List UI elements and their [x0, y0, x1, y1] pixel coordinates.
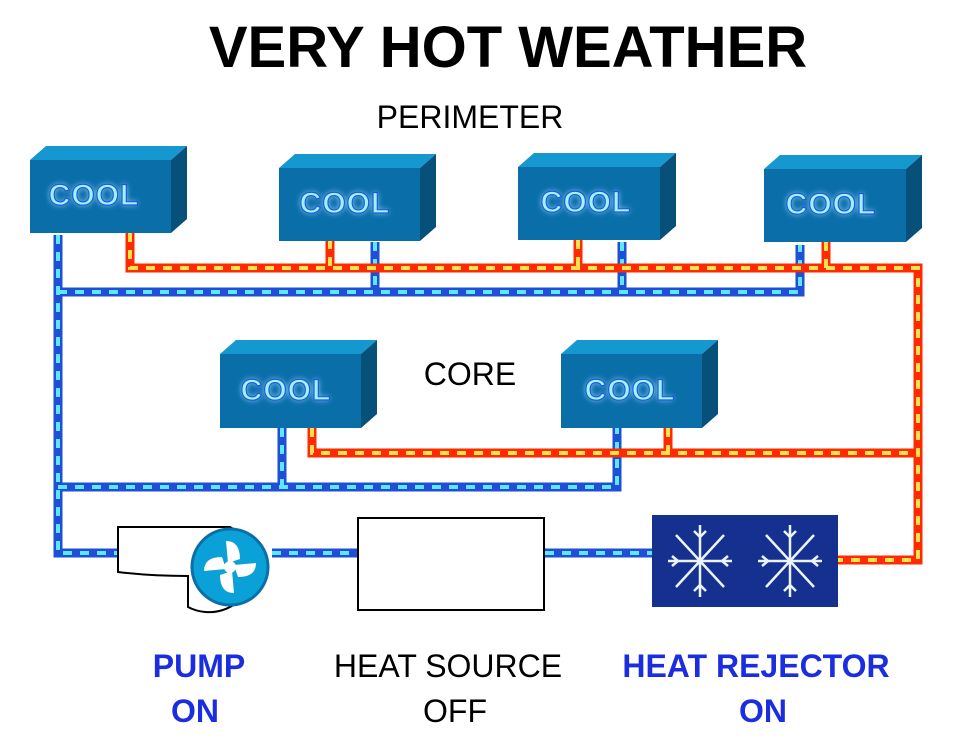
- perimeter-unit-3: COOL: [518, 153, 676, 240]
- pump-label: PUMP: [153, 648, 245, 684]
- perimeter-label: PERIMETER: [377, 99, 564, 135]
- snowflake-icon: [668, 525, 732, 597]
- heat-source-state: OFF: [423, 693, 487, 729]
- perimeter-unit-4: COOL: [764, 155, 922, 242]
- fan-icon: [204, 541, 256, 593]
- cool-label: COOL: [541, 186, 632, 219]
- heat-source-label: HEAT SOURCE: [334, 648, 562, 684]
- pump: [117, 526, 270, 614]
- heat-source-box: [357, 517, 545, 611]
- pump-state: ON: [171, 693, 219, 729]
- core-label: CORE: [424, 356, 516, 392]
- heat-rejector: [652, 515, 838, 607]
- cool-label: COOL: [300, 187, 391, 220]
- snowflake-icon: [758, 525, 822, 597]
- heat-rejector-label: HEAT REJECTOR: [622, 648, 889, 684]
- diagram-title: VERY HOT WEATHER: [209, 15, 807, 80]
- core-unit-2: COOL: [561, 340, 718, 428]
- cool-label: COOL: [585, 374, 676, 407]
- cool-label: COOL: [49, 179, 140, 212]
- hot-water-piping: [125, 233, 923, 565]
- cool-label: COOL: [241, 374, 332, 407]
- cool-label: COOL: [786, 188, 877, 221]
- heat-rejector-state: ON: [739, 693, 787, 729]
- perimeter-unit-2: COOL: [279, 154, 436, 241]
- core-unit-1: COOL: [220, 340, 377, 428]
- perimeter-unit-1: COOL: [30, 146, 187, 233]
